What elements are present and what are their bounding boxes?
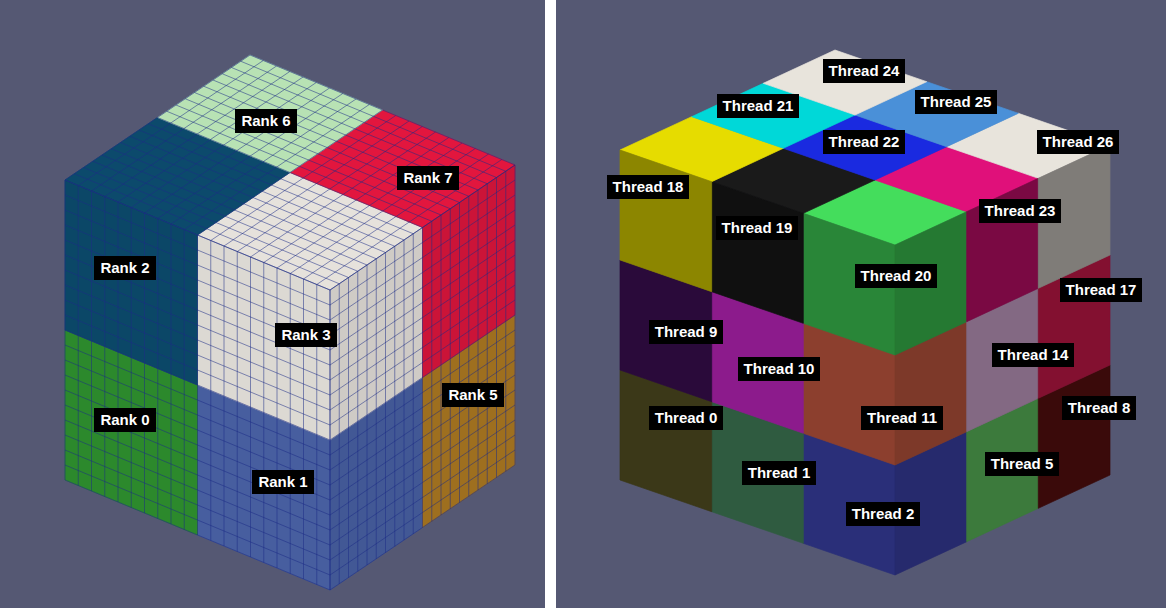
label-box: Rank 7	[397, 166, 458, 190]
label-text: Thread 10	[744, 360, 815, 378]
label-box: Thread 23	[979, 199, 1062, 223]
label-box: Thread 9	[649, 320, 724, 344]
label-box: Thread 1	[742, 461, 817, 485]
label-box: Thread 24	[823, 59, 906, 83]
mesh-line	[241, 61, 506, 171]
mesh-line	[91, 191, 92, 491]
cube-face	[712, 182, 804, 324]
label-text: Thread 24	[829, 62, 900, 80]
label-box: Thread 14	[992, 343, 1075, 367]
label-box: Thread 8	[1062, 396, 1137, 420]
mesh-line	[78, 186, 79, 486]
label-text: Rank 2	[100, 259, 149, 277]
label-box: Thread 11	[861, 406, 943, 430]
cube-face	[620, 150, 712, 292]
label-box: Rank 6	[235, 109, 296, 133]
label-text: Thread 22	[829, 133, 900, 151]
mesh-line	[65, 180, 330, 290]
thread-cube	[620, 50, 1110, 575]
label-text: Thread 25	[921, 93, 992, 111]
label-text: Thread 18	[613, 178, 684, 196]
label-text: Thread 2	[852, 505, 915, 523]
label-text: Thread 5	[991, 455, 1054, 473]
label-text: Thread 14	[998, 346, 1069, 364]
label-text: Thread 26	[1043, 133, 1114, 151]
label-box: Thread 2	[846, 502, 921, 526]
label-box: Rank 0	[94, 408, 155, 432]
label-box: Thread 5	[985, 452, 1060, 476]
mesh-line	[65, 195, 330, 305]
label-box: Rank 3	[275, 323, 336, 347]
label-box: Thread 22	[823, 130, 906, 154]
label-text: Rank 6	[241, 112, 290, 130]
label-text: Rank 1	[258, 473, 307, 491]
mesh-line	[65, 180, 66, 480]
mesh-line	[496, 178, 497, 478]
label-box: Rank 1	[252, 470, 313, 494]
label-text: Thread 9	[655, 323, 718, 341]
mesh-line	[515, 165, 516, 465]
label-text: Rank 3	[281, 326, 330, 344]
panel-background	[0, 0, 545, 608]
label-text: Thread 8	[1068, 399, 1131, 417]
label-text: Thread 0	[655, 409, 718, 427]
label-text: Thread 17	[1066, 281, 1137, 299]
panel-background	[556, 0, 1166, 608]
mesh-line	[232, 68, 497, 178]
mesh-line	[65, 210, 330, 320]
label-box: Rank 2	[94, 256, 155, 280]
label-text: Rank 0	[100, 411, 149, 429]
mesh-line	[65, 55, 250, 180]
label-box: Thread 20	[855, 264, 938, 288]
label-box: Thread 10	[738, 357, 821, 381]
label-box: Rank 5	[442, 383, 503, 407]
cube-face	[158, 55, 383, 173]
label-box: Thread 0	[649, 406, 724, 430]
mesh-line	[330, 195, 515, 320]
mesh-line	[330, 165, 515, 290]
mesh-line	[330, 210, 515, 335]
mesh-line	[330, 180, 515, 305]
label-box: Thread 18	[607, 175, 690, 199]
label-text: Rank 5	[448, 386, 497, 404]
mesh-line	[505, 171, 506, 471]
label-box: Thread 19	[716, 216, 799, 240]
rank-cube	[65, 55, 515, 590]
label-box: Thread 21	[717, 94, 800, 118]
label-text: Thread 1	[748, 464, 811, 482]
label-text: Thread 20	[861, 267, 932, 285]
label-text: Thread 19	[722, 219, 793, 237]
label-text: Thread 23	[985, 202, 1056, 220]
label-box: Thread 17	[1060, 278, 1143, 302]
mesh-line	[65, 225, 330, 335]
label-box: Thread 26	[1037, 130, 1120, 154]
label-text: Thread 21	[723, 97, 794, 115]
label-box: Thread 25	[915, 90, 998, 114]
label-text: Rank 7	[403, 169, 452, 187]
label-text: Thread 11	[867, 409, 937, 427]
